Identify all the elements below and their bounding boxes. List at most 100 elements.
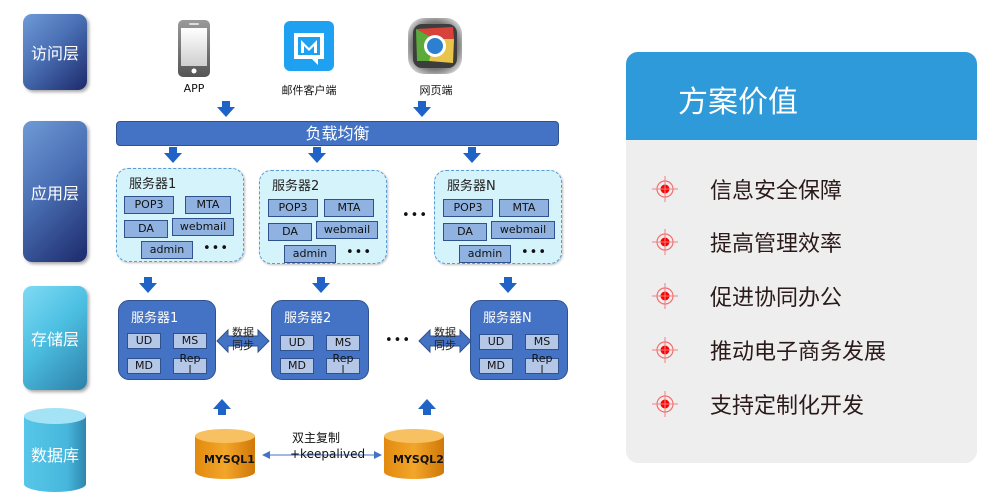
module-da: DA [268,223,312,241]
app-server-1: 服务器1 POP3 MTA DA webmail admin ••• [116,168,244,262]
app-server-title: 服务器2 [272,179,320,194]
storage-server-title: 服务器1 [131,311,179,326]
database-cylinder-icon [24,408,86,492]
value-item: 支持定制化开发 [652,389,864,419]
layer-storage-label: 存储层 [30,330,79,349]
client-app-label: APP [183,82,205,95]
module-md: MD [127,358,161,374]
database-icon [384,429,444,479]
module-da: DA [124,220,168,238]
arrow-up-icon [418,399,436,415]
value-item-text: 信息安全保障 [710,179,843,204]
target-bullet-icon [652,176,678,202]
layer-application-label: 应用层 [30,183,79,203]
layer-database-label: 数据库 [30,446,79,465]
module-admin: admin [284,245,336,263]
module-mta: MTA [324,199,374,217]
arrow-down-icon [308,147,326,163]
mysql2-label: MYSQL2 [393,453,444,466]
target-bullet-icon [652,283,678,309]
arrow-down-icon [312,277,330,293]
mysql1-label: MYSQL1 [204,453,255,466]
module-pop3: POP3 [124,196,174,214]
mysql1-database: MYSQL1 [194,428,256,480]
value-item-text: 促进协同办公 [710,286,843,311]
value-item-text: 提高管理效率 [710,232,843,257]
client-mail-label: 邮件客户端 [281,84,337,97]
value-item-text: 推动电子商务发展 [710,340,887,365]
load-balancer-label: 负载均衡 [305,124,370,143]
module-ud: UD [479,334,513,350]
app-server-title: 服务器1 [129,177,177,192]
value-item: 推动电子商务发展 [652,335,886,365]
more-modules-ellipsis: ••• [521,245,548,260]
data-sync-label: 数据同步 [430,326,460,352]
arrow-up-icon [213,399,231,415]
layer-access-label: 访问层 [30,44,79,63]
module-repl-line1: Rep [531,352,553,365]
panel-title: 方案价值 [678,85,798,120]
module-admin: admin [459,245,511,263]
arrow-down-icon [413,101,431,117]
double-arrow-icon [418,328,472,354]
mail-client-icon [284,21,334,73]
module-webmail: webmail [491,221,555,239]
sync-label-line2: 同步 [434,339,456,352]
replication-line1: 双主复制 [292,431,341,445]
module-pop3: POP3 [443,199,493,217]
replication-label: 双主复制 +keepalived [290,430,365,462]
module-mta: MTA [499,199,549,217]
more-servers-ellipsis: ••• [402,208,429,223]
database-icon [195,429,255,479]
module-md: MD [479,358,513,374]
arrow-down-icon [499,277,517,293]
module-ud: UD [280,335,314,351]
target-bullet-icon [652,391,678,417]
arrow-down-icon [164,147,182,163]
arrow-down-icon [463,147,481,163]
module-repl-line2: l [341,363,345,376]
module-repl-line1: Rep [179,352,201,365]
load-balancer-bar: 负载均衡 [116,121,559,146]
module-pop3: POP3 [268,199,318,217]
layer-access: 访问层 [23,14,87,90]
target-bullet-icon [652,229,678,255]
replication-line2: +keepalived [290,447,366,461]
module-ms: MS [525,334,559,350]
panel-header: 方案价值 [626,52,977,140]
data-sync-arrow: 数据同步 [216,326,270,354]
replication-arrow [262,451,382,459]
sync-label-line1: 数据 [434,326,456,339]
module-repl-line1: Rep [332,352,354,365]
phone-icon [177,20,211,78]
app-server-n: 服务器N POP3 MTA DA webmail admin ••• [434,170,562,264]
solution-value-panel: 方案价值 信息安全保障 提高管理效率 促进协同办公 推动电子商务发展 支持定制化… [626,52,977,463]
layer-application: 应用层 [23,121,87,262]
storage-server-title: 服务器N [483,311,532,326]
target-bullet-icon [652,337,678,363]
arrow-down-icon [217,101,235,117]
module-ms: MS [173,333,207,349]
data-sync-arrow: 数据同步 [418,326,472,354]
module-md: MD [280,358,314,374]
client-web-label: 网页端 [419,84,453,97]
module-admin: admin [141,241,193,259]
app-server-2: 服务器2 POP3 MTA DA webmail admin ••• [259,170,387,264]
more-modules-ellipsis: ••• [346,245,373,260]
more-servers-ellipsis: ••• [385,333,412,348]
value-item: 提高管理效率 [652,227,842,257]
layer-database: 数据库 [23,407,87,493]
app-server-title: 服务器N [447,179,496,194]
module-ms: MS [326,335,360,351]
value-item: 信息安全保障 [652,174,842,204]
mysql2-database: MYSQL2 [383,428,445,480]
browser-icon [407,17,463,75]
storage-server-title: 服务器2 [284,311,332,326]
data-sync-label: 数据同步 [228,326,258,352]
module-webmail: webmail [316,221,378,239]
